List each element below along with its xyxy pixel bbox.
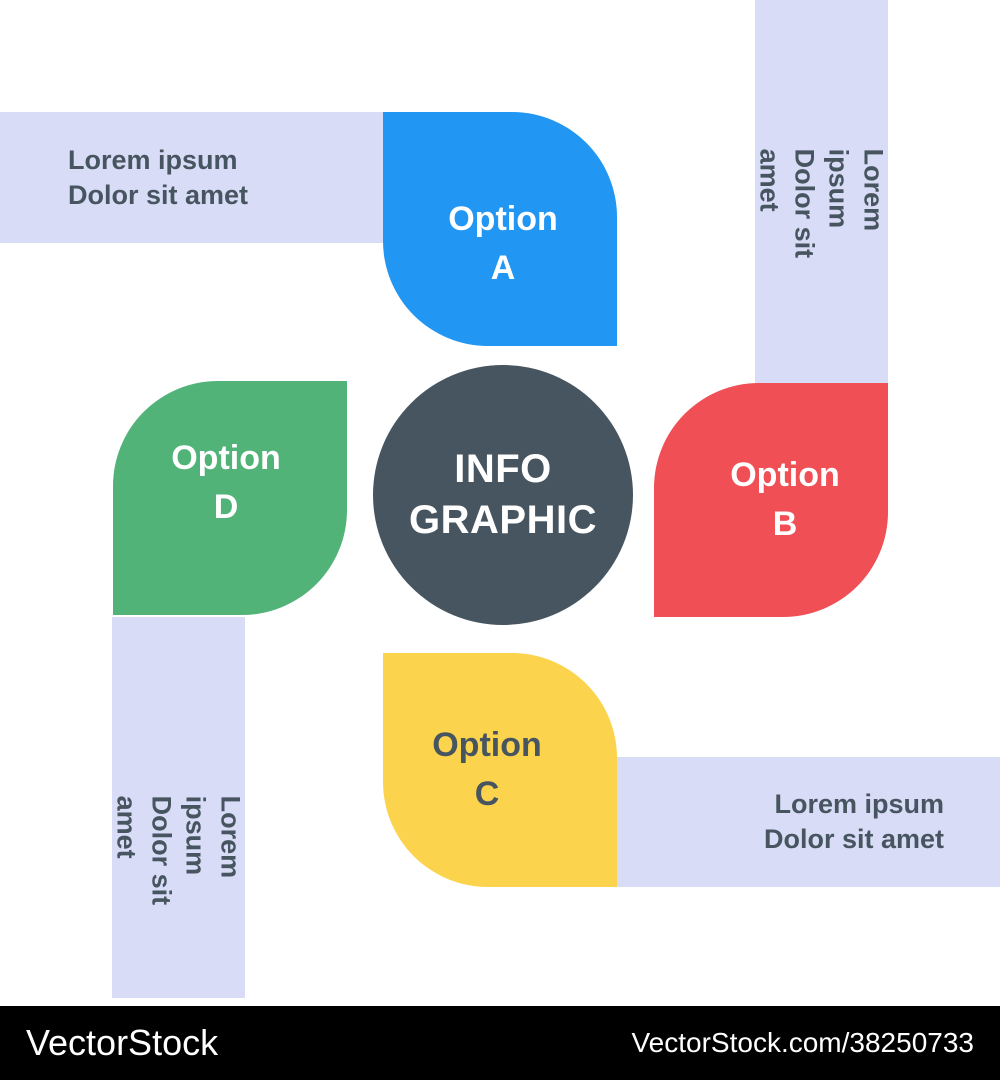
- banner-bottom-left-rotor: Lorem ipsum Dolor sit amet: [109, 796, 247, 929]
- option-a-label: Option A: [448, 199, 558, 287]
- option-d-petal[interactable]: Option D: [113, 381, 347, 615]
- option-b-petal[interactable]: Option B: [654, 383, 888, 617]
- option-b-label: Option B: [730, 455, 840, 543]
- option-c-petal[interactable]: Option C: [383, 653, 617, 887]
- banner-top-right-rotor: Lorem ipsum Dolor sit amet: [752, 149, 890, 282]
- banner-bottom-right: Lorem ipsum Dolor sit amet: [617, 757, 1000, 887]
- center-circle-label: INFO GRAPHIC: [409, 446, 597, 542]
- center-circle[interactable]: INFO GRAPHIC: [373, 365, 633, 625]
- banner-bottom-left: Lorem ipsum Dolor sit amet: [109, 617, 247, 998]
- vectorstock-url-text: VectorStock.com/38250733: [631, 1027, 974, 1058]
- option-d-label: Option D: [171, 438, 281, 526]
- banner-top-right-text: Lorem ipsum Dolor sit amet: [754, 149, 889, 259]
- vectorstock-logo-text: VectorStock: [26, 1022, 219, 1063]
- option-a-petal[interactable]: Option A: [383, 112, 617, 346]
- banner-bottom-right-text: Lorem ipsum Dolor sit amet: [763, 789, 944, 854]
- option-c-label: Option C: [432, 725, 542, 813]
- banner-top-right: Lorem ipsum Dolor sit amet: [752, 0, 890, 383]
- banner-bottom-left-text: Lorem ipsum Dolor sit amet: [111, 796, 246, 906]
- banner-top-left-text: Lorem ipsum Dolor sit amet: [68, 144, 249, 210]
- banner-top-left: Lorem ipsum Dolor sit amet: [0, 112, 383, 243]
- watermark-footer-bar: VectorStock VectorStock.com/38250733: [0, 1006, 1000, 1080]
